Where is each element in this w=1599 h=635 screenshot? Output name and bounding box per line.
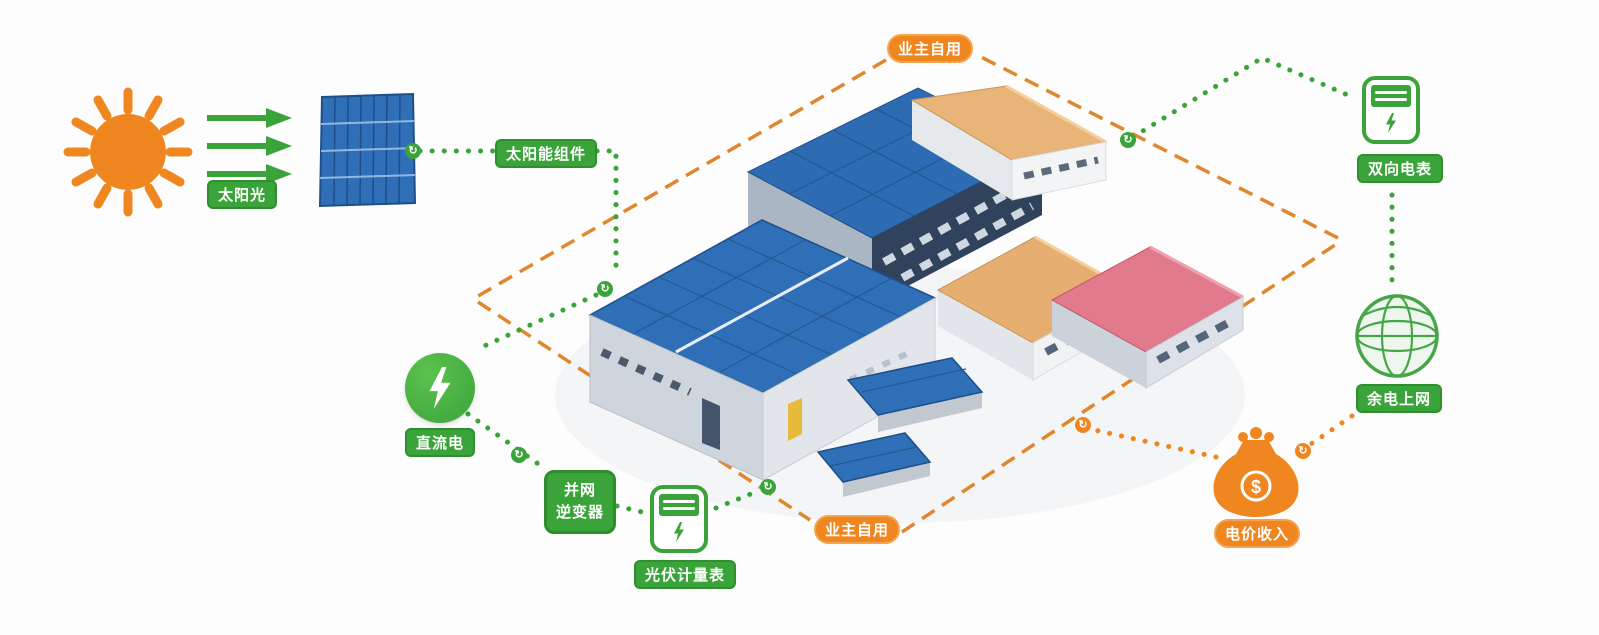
bidirectional-meter-label: 双向电表	[1356, 154, 1444, 183]
grid-to-money-line	[1305, 413, 1355, 449]
grid-inverter-label: 并网 逆变器	[543, 470, 617, 534]
connector-node-icon: ↻	[1120, 132, 1136, 148]
meter-to-building-line	[713, 488, 761, 511]
inverter-line2: 逆变器	[555, 503, 605, 521]
building-right-pink	[1050, 245, 1245, 389]
sunlight-label: 太阳光	[206, 180, 278, 209]
connector-node-icon: ↻	[511, 447, 527, 463]
bidirectional-meter-icon	[1362, 76, 1420, 144]
money-to-building-line	[1087, 426, 1219, 460]
solar-panel-icon	[318, 92, 417, 208]
tariff-income-label: 电价收入	[1213, 519, 1301, 548]
connector-node-icon: ↻	[597, 281, 613, 297]
building-front-main	[588, 219, 937, 481]
pv-meter-icon	[650, 485, 708, 553]
sunlight-arrows-icon	[207, 108, 292, 184]
module-to-roof-line	[594, 148, 619, 278]
owner-self-use-top-label: 业主自用	[886, 34, 974, 63]
connector-node-icon: ↻	[1295, 443, 1311, 459]
solar-module-label: 太阳能组件	[494, 139, 598, 168]
meter-display	[1371, 111, 1411, 135]
pv-meter-label: 光伏计量表	[633, 560, 737, 589]
factory-buildings	[588, 84, 1245, 497]
orange-flow-dots	[1087, 413, 1355, 460]
lightning-bolt-icon	[674, 522, 684, 542]
connector-node-icon: ↻	[405, 143, 421, 159]
meter-screen	[1371, 85, 1411, 107]
dc-power-label: 直流电	[404, 428, 476, 457]
roof-to-dc-line	[479, 292, 599, 350]
green-flow-dots	[417, 55, 1395, 516]
lightning-bolt-icon	[429, 367, 451, 409]
building-back-tan	[910, 84, 1108, 201]
sun-icon	[63, 87, 193, 217]
connector-node-icon: ↻	[1075, 417, 1091, 433]
meter-screen	[659, 494, 699, 516]
building-to-bimeter-line	[1130, 55, 1353, 140]
power-grid-globe-icon	[1355, 294, 1439, 378]
dc-to-inverter-line	[465, 411, 547, 471]
connector-node-icon: ↻	[760, 479, 776, 495]
dc-power-icon	[405, 353, 475, 423]
inverter-to-meter-line	[614, 503, 649, 516]
money-bag-icon: $	[1213, 427, 1299, 517]
surplus-to-grid-label: 余电上网	[1355, 384, 1443, 413]
ground-solar-arrays	[816, 357, 984, 497]
inverter-line1: 并网	[563, 482, 597, 499]
owner-self-use-bottom-label: 业主自用	[813, 515, 901, 544]
dollar-sign: $	[1251, 477, 1261, 497]
meter-display	[659, 520, 699, 544]
lightning-bolt-icon	[1386, 113, 1396, 133]
